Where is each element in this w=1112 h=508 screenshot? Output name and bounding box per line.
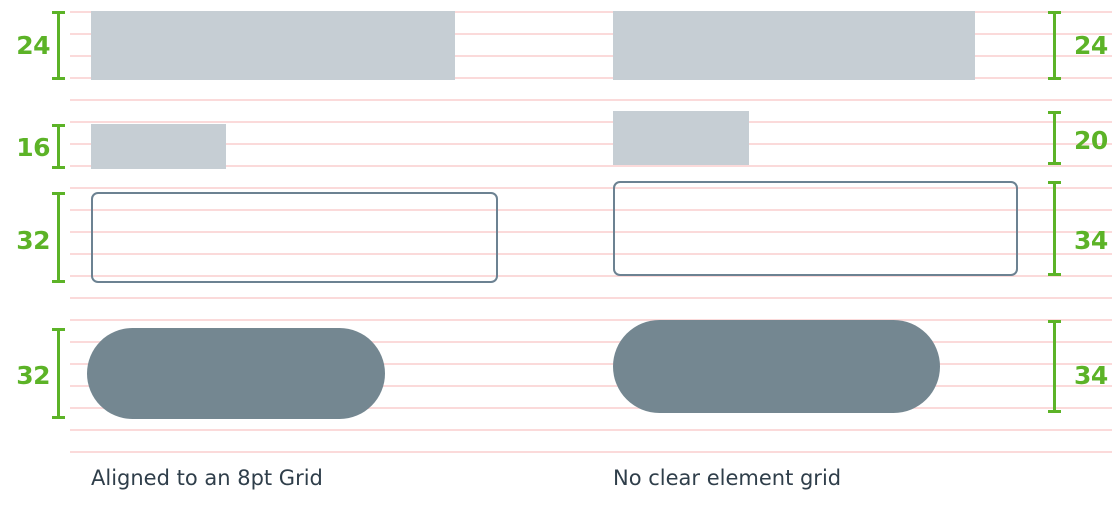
- grid-line: [70, 429, 1112, 431]
- bracket-cap-bot: [1048, 77, 1061, 80]
- grid-line: [70, 165, 1112, 167]
- measure-value-right: 24: [1074, 31, 1108, 60]
- measure-value-left: 16: [16, 133, 50, 162]
- grid-line: [70, 319, 1112, 321]
- grid-line: [70, 121, 1112, 123]
- grid-line: [70, 297, 1112, 299]
- measure-value-right: 20: [1074, 126, 1108, 155]
- ui-element-outlined-left: [91, 192, 498, 283]
- ui-element-filled-light-left: [91, 11, 455, 80]
- grid-line: [70, 451, 1112, 453]
- bracket-cap-top: [1048, 181, 1061, 184]
- bracket-cap-top: [1048, 320, 1061, 323]
- grid-line: [70, 99, 1112, 101]
- bracket-cap-bot: [1048, 162, 1061, 165]
- measure-bracket-left: [52, 328, 65, 419]
- bracket-cap-bot: [52, 166, 65, 169]
- measure-value-left: 32: [16, 361, 50, 390]
- column-caption-unaligned: No clear element grid: [613, 466, 842, 490]
- measure-value-left: 24: [16, 31, 50, 60]
- bracket-stem: [1053, 111, 1056, 165]
- measure-bracket-left: [52, 192, 65, 283]
- measure-value-right: 34: [1074, 361, 1108, 390]
- ui-element-pill-right: [613, 320, 940, 413]
- measure-value-left: 32: [16, 226, 50, 255]
- measure-bracket-right: [1048, 11, 1061, 80]
- ui-element-outlined-right: [613, 181, 1018, 276]
- bracket-cap-bot: [1048, 410, 1061, 413]
- ui-element-filled-light-left: [91, 124, 226, 169]
- measure-value-right: 34: [1074, 226, 1108, 255]
- bracket-stem: [1053, 320, 1056, 413]
- bracket-cap-top: [52, 11, 65, 14]
- measure-bracket-left: [52, 124, 65, 169]
- bracket-cap-bot: [1048, 273, 1061, 276]
- measure-bracket-left: [52, 11, 65, 80]
- bracket-cap-top: [52, 192, 65, 195]
- bracket-cap-top: [52, 124, 65, 127]
- measure-bracket-right: [1048, 320, 1061, 413]
- measure-bracket-right: [1048, 111, 1061, 165]
- ui-element-filled-light-right: [613, 11, 975, 80]
- column-caption-aligned: Aligned to an 8pt Grid: [91, 466, 323, 490]
- bracket-stem: [1053, 11, 1056, 80]
- ui-element-pill-left: [87, 328, 385, 419]
- bracket-cap-bot: [52, 77, 65, 80]
- bracket-cap-top: [1048, 111, 1061, 114]
- measure-bracket-right: [1048, 181, 1061, 276]
- bracket-stem: [57, 192, 60, 283]
- bracket-stem: [57, 328, 60, 419]
- bracket-cap-top: [1048, 11, 1061, 14]
- bracket-cap-bot: [52, 416, 65, 419]
- bracket-cap-top: [52, 328, 65, 331]
- bracket-stem: [1053, 181, 1056, 276]
- bracket-stem: [57, 11, 60, 80]
- bracket-cap-bot: [52, 280, 65, 283]
- ui-element-filled-light-right: [613, 111, 749, 165]
- grid-line: [70, 143, 1112, 145]
- bracket-stem: [57, 124, 60, 169]
